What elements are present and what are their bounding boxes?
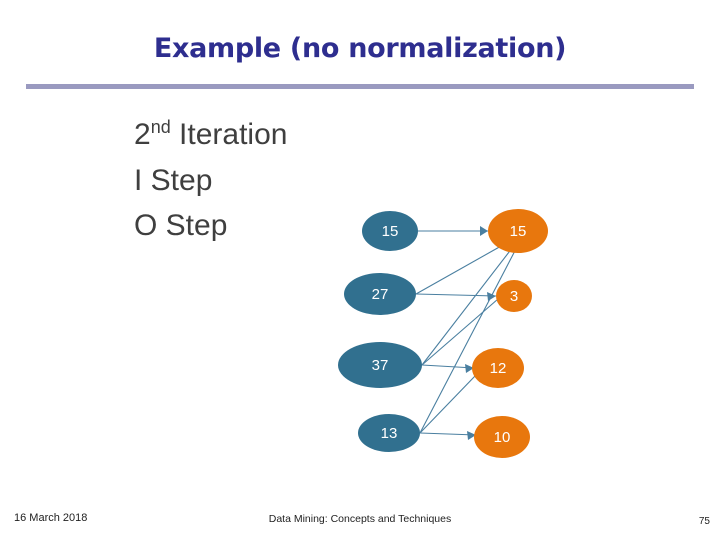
node-left-3: 37 xyxy=(338,342,422,388)
page-title: Example (no normalization) xyxy=(153,33,567,64)
node-left-2: 27 xyxy=(344,273,416,315)
node-right-2: 3 xyxy=(496,280,532,312)
body-line-1-prefix: 2 xyxy=(134,118,151,151)
body-text: 2nd Iteration I Step O Step xyxy=(134,112,287,249)
title-divider xyxy=(26,84,694,89)
footer-page-number: 75 xyxy=(698,516,710,527)
footer-center-text: Data Mining: Concepts and Techniques xyxy=(268,513,452,525)
node-right-3: 12 xyxy=(472,348,524,388)
node-right-1: 15 xyxy=(488,209,548,253)
body-line-1-superscript: nd xyxy=(150,117,171,137)
body-line-2: I Step xyxy=(134,163,213,197)
bipartite-diagram: 15 27 37 13 15 3 12 10 xyxy=(320,195,590,465)
body-line-1-rest: Iteration xyxy=(170,118,288,151)
body-line-1: 2nd Iteration xyxy=(134,112,287,158)
node-right-4: 10 xyxy=(474,416,530,458)
node-left-4: 13 xyxy=(358,414,420,452)
footer-date: 16 March 2018 xyxy=(14,512,88,524)
body-line-3: O Step xyxy=(134,209,228,243)
node-left-1: 15 xyxy=(362,211,418,251)
